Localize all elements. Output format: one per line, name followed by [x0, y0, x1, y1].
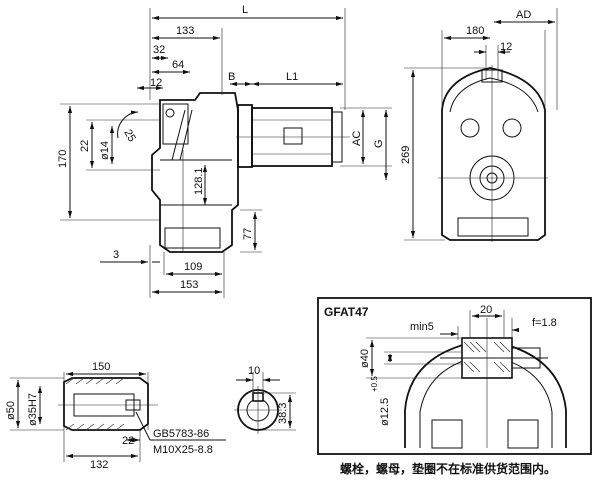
dim-180: 180 [466, 25, 484, 37]
hollow-shaft [63, 377, 149, 431]
dim-AD: AD [516, 9, 531, 21]
dim-12: 12 [150, 77, 162, 89]
inset-gfat47: GFAT47 20 min5 f=1.8 ø40 ø12.5 [317, 297, 592, 455]
dim-L1: L1 [286, 71, 298, 83]
dim-132: 132 [90, 459, 108, 471]
dim-L: L [242, 4, 248, 16]
dim-22-shaft: 22 [122, 435, 134, 447]
callout-bolt: M10X25-8.8 [153, 444, 213, 456]
side-housing [441, 67, 546, 241]
inset-dim-phi12: ø12.5 [379, 398, 391, 426]
supply-note: 螺栓，螺母，垫圈不在标准供货范围内。 [340, 462, 557, 476]
dim-64: 64 [172, 59, 184, 71]
dim-77: 77 [242, 228, 254, 240]
dim-phi35: ø35H7 [27, 393, 39, 426]
front-view: L 133 32 64 12 B L1 170 22 ø14 25 128.1 … [57, 4, 392, 298]
dim-22: 22 [79, 140, 91, 152]
dim-109: 109 [184, 261, 202, 273]
shaft-view: 150 132 ø50 ø35H7 22 GB5783-86 M10X25-8.… [5, 361, 226, 471]
gearbox-housing [151, 92, 239, 253]
dim-B: B [228, 71, 235, 83]
dim-AC: AC [351, 131, 363, 146]
dim-phi14: ø14 [99, 141, 111, 160]
dim-32: 32 [153, 44, 165, 56]
dim-G: G [373, 139, 385, 148]
motor-flange [237, 104, 253, 168]
dim-170: 170 [57, 150, 69, 168]
dim-12-side: 12 [500, 41, 512, 53]
dim-269: 269 [400, 146, 412, 164]
section-view: 10 38.3 [234, 365, 296, 434]
callout-std: GB5783-86 [153, 428, 209, 440]
terminal-box [283, 127, 303, 145]
dim-10: 10 [248, 365, 260, 377]
output-flange [162, 103, 189, 145]
dim-phi50: ø50 [5, 401, 17, 420]
dim-128: 128.1 [193, 167, 205, 195]
inset-frame [317, 297, 592, 455]
flange-hole [165, 108, 175, 118]
inset-title: GFAT47 [324, 305, 369, 319]
dim-153: 153 [180, 279, 198, 291]
inset-dim-phi40: ø40 [359, 349, 371, 368]
dim-38: 38.3 [277, 403, 289, 424]
side-view: 180 AD 12 269 [400, 8, 558, 242]
inset-dim-f: f=1.8 [532, 317, 557, 329]
dim-150: 150 [92, 361, 110, 373]
inset-dim-tolerance: +0.5 [370, 376, 379, 392]
housing-foot [164, 227, 221, 249]
inset-dim-20: 20 [480, 304, 492, 316]
inset-dim-min5: min5 [410, 321, 434, 333]
dim-3: 3 [113, 249, 119, 261]
dim-25: 25 [121, 128, 138, 145]
dim-133: 133 [176, 25, 194, 37]
